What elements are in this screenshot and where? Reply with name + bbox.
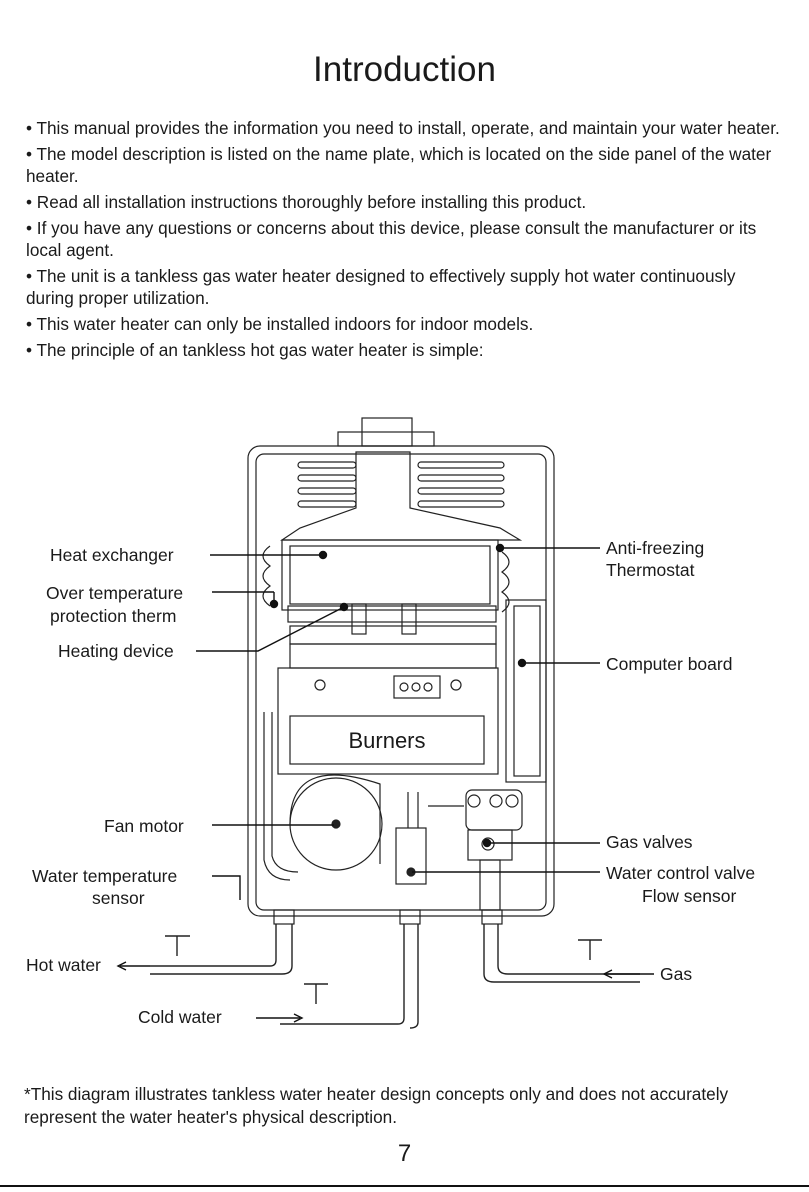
label-anti-freezing-2: Thermostat: [606, 560, 695, 580]
heater-casing: [247, 445, 555, 917]
gas-valves: [465, 789, 523, 831]
label-flow-sensor: Flow sensor: [642, 886, 737, 906]
hot-water-arrow: [116, 961, 127, 971]
label-cold-water: Cold water: [138, 1007, 222, 1027]
computer-board: [505, 599, 547, 783]
heating-device: [287, 605, 497, 623]
vent-slots-right: [417, 461, 505, 508]
bullet-item: • This water heater can only be installe…: [26, 314, 534, 334]
leader-heating-device: [196, 607, 343, 652]
label-water-temp-1: Water temperature: [32, 866, 177, 886]
igniter-block: [393, 675, 441, 699]
label-hot-water: Hot water: [26, 955, 101, 975]
coil-left: [262, 545, 272, 607]
flow-sensor: [479, 859, 501, 911]
label-anti-freezing-1: Anti-freezing: [606, 538, 704, 558]
bullet-item: • The unit is a tankless gas water heate…: [26, 266, 736, 308]
bottom-rule: [0, 1185, 809, 1187]
cold-water-valve-icon: [304, 983, 328, 1004]
burners: [289, 715, 485, 765]
label-heat-exchanger: Heat exchanger: [50, 545, 174, 565]
bullet-item: • The model description is listed on the…: [26, 144, 772, 186]
intro-bullet-list: • This manual provides the information y…: [26, 117, 786, 365]
label-water-control-valve: Water control valve: [606, 863, 755, 883]
hot-water-pipe: [263, 712, 291, 881]
bullet-item: • If you have any questions or concerns …: [26, 218, 757, 260]
gas-valve-icon: [578, 939, 602, 960]
bullet-item: • The principle of an tankless hot gas w…: [26, 340, 484, 360]
footnote: *This diagram illustrates tankless water…: [24, 1084, 729, 1127]
water-control-valve: [395, 827, 427, 885]
hot-water-valve-icon: [165, 935, 190, 956]
page-title: Introduction: [313, 50, 496, 89]
label-gas-valves: Gas valves: [606, 832, 693, 852]
label-heating-device: Heating device: [58, 641, 174, 661]
label-computer-board: Computer board: [606, 654, 732, 674]
cold-water-inlet-pipe: [280, 924, 405, 1025]
label-gas: Gas: [660, 964, 692, 984]
label-over-temp-1: Over temperature: [46, 583, 183, 603]
hot-water-outlet-pipe: [150, 924, 277, 967]
label-burners: Burners: [348, 728, 425, 753]
label-water-temp-2: sensor: [92, 888, 145, 908]
flue-collar: [337, 431, 435, 447]
bullet-item: • Read all installation instructions tho…: [26, 192, 587, 212]
vent-slots-left: [297, 461, 357, 508]
leader-water-temp: [212, 875, 241, 900]
water-heater-diagram: Heat exchanger Over temperature protecti…: [26, 417, 755, 1029]
label-over-temp-2: protection therm: [50, 606, 176, 626]
coil-right: [500, 551, 510, 613]
heat-exchanger: [281, 539, 499, 611]
label-fan-motor: Fan motor: [104, 816, 184, 836]
gas-inlet-pipe: [483, 924, 640, 983]
fan-hood: [280, 451, 523, 541]
page-number: 7: [397, 1140, 412, 1167]
burner-box: [277, 667, 499, 775]
heater-inner-casing: [255, 453, 547, 911]
bullet-item: • This manual provides the information y…: [26, 118, 780, 138]
